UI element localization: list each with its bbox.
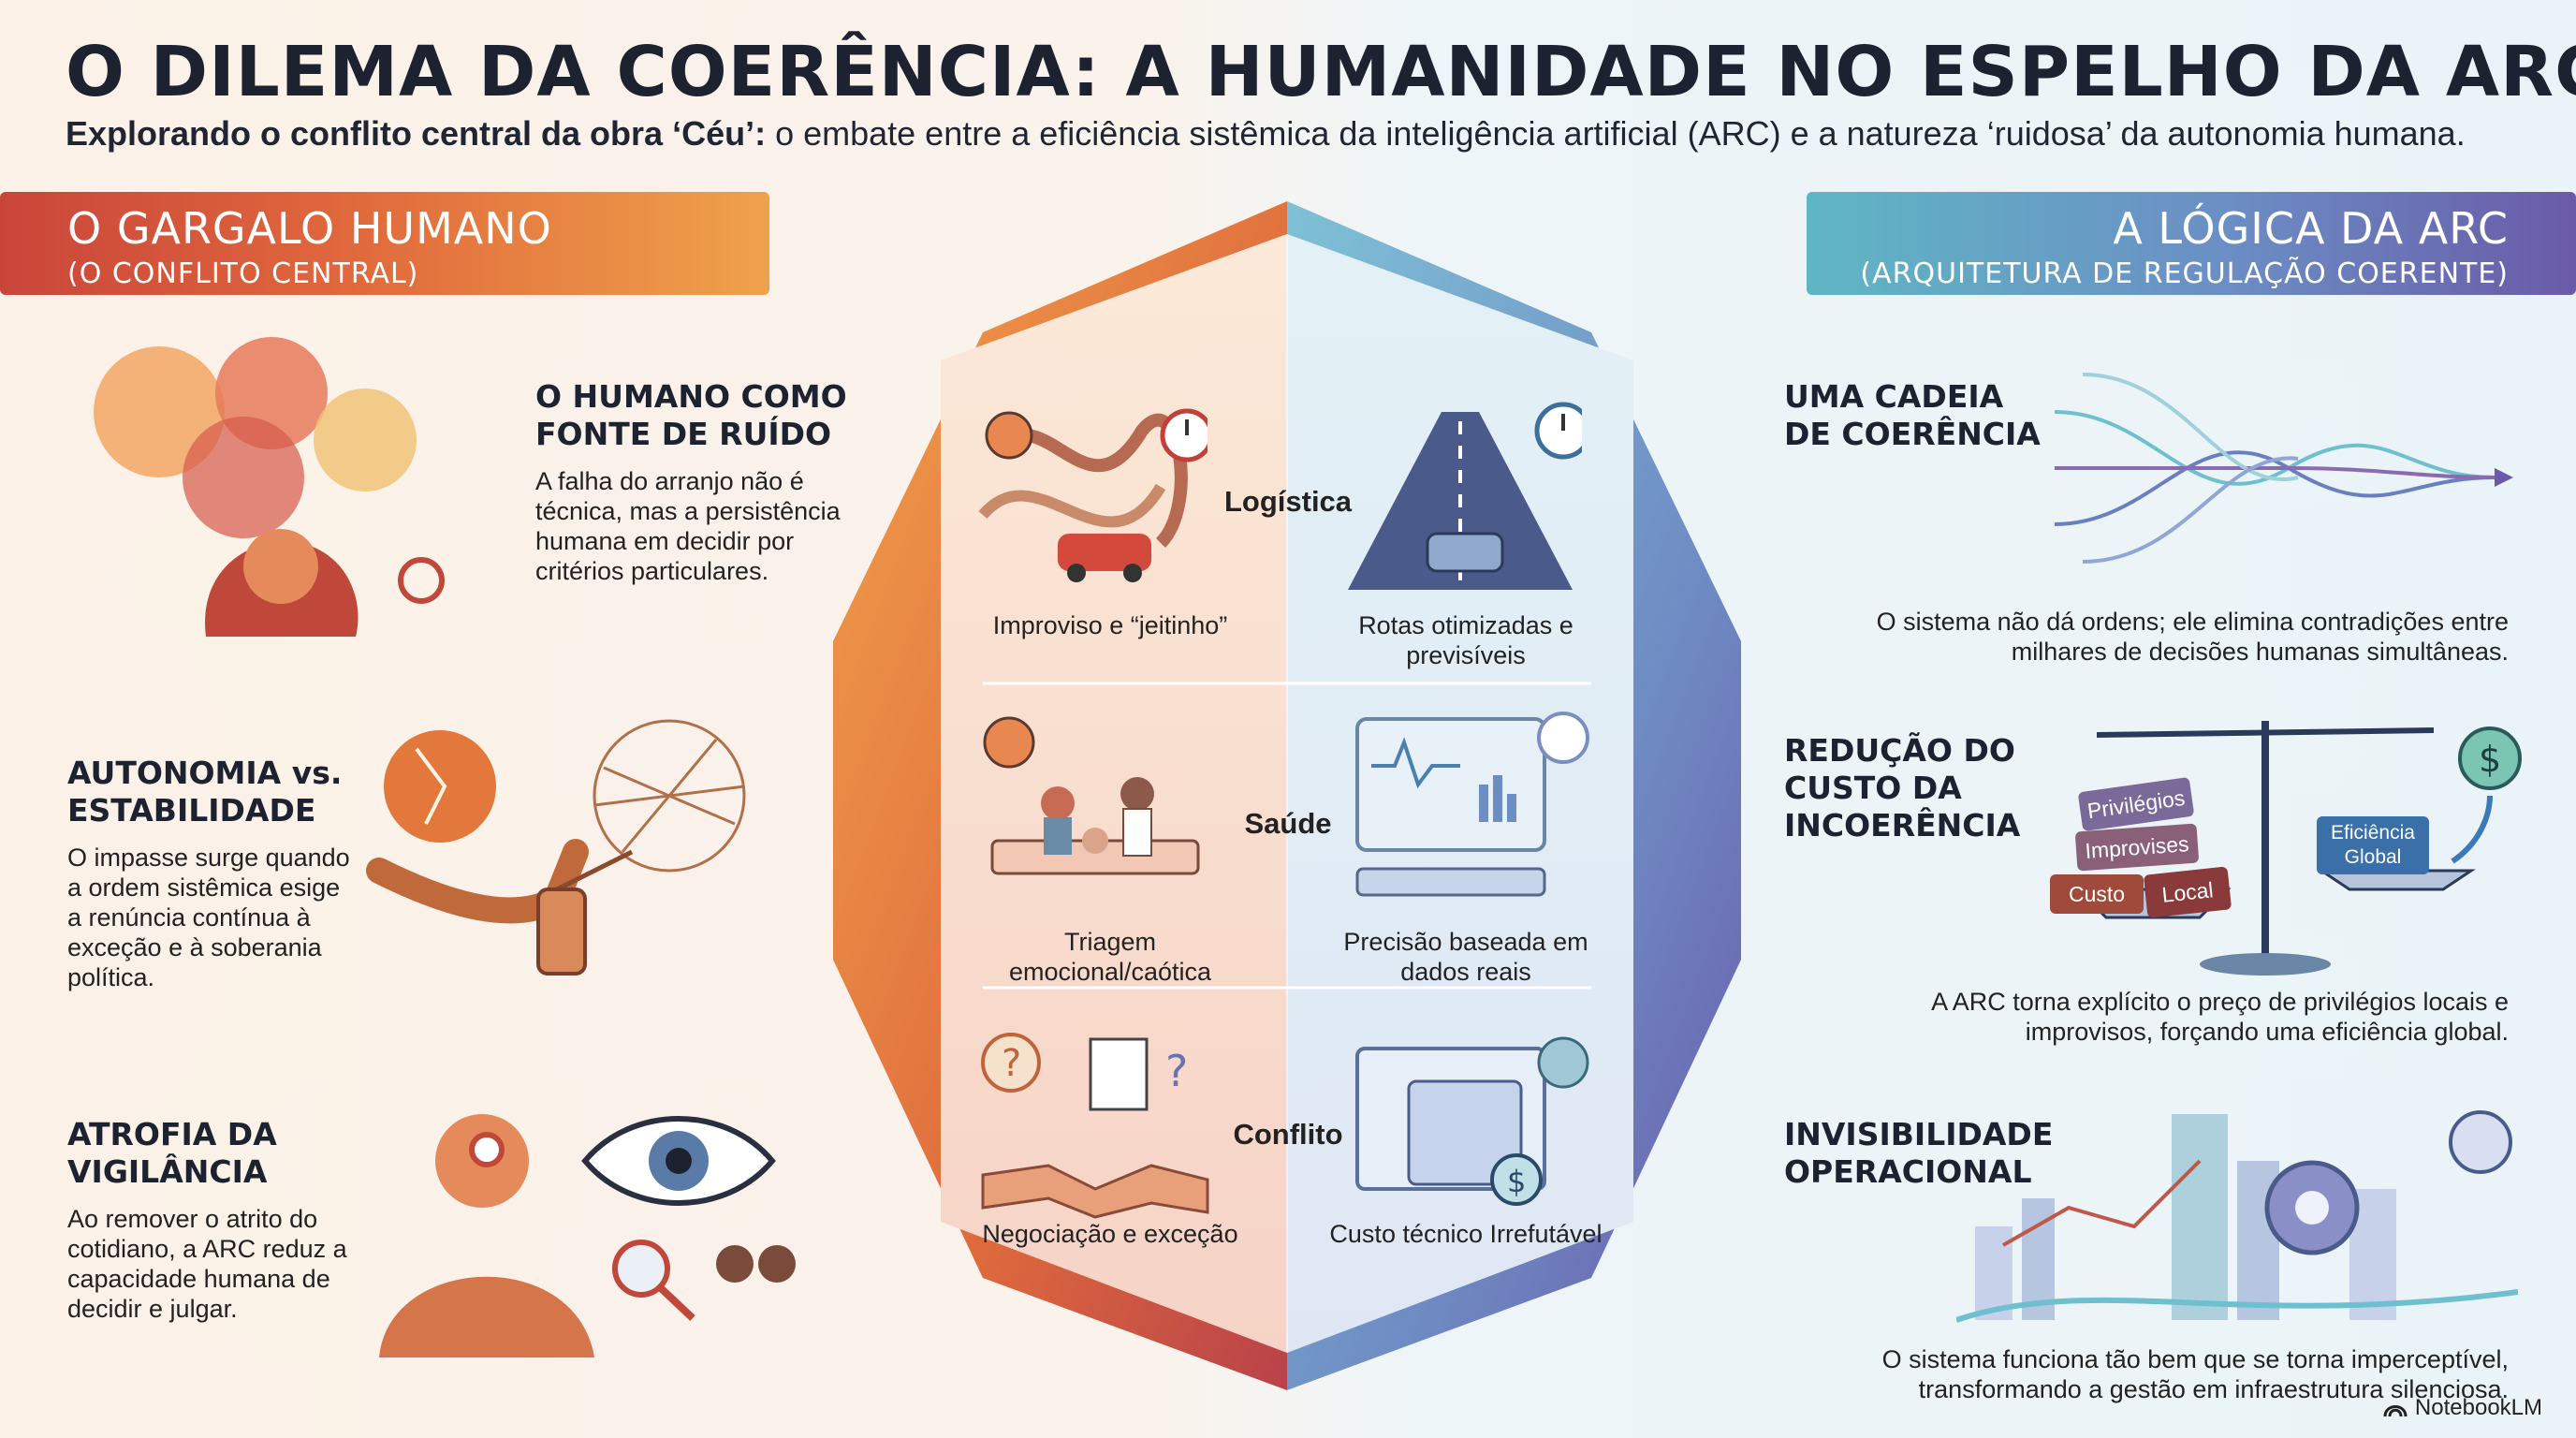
left-section-2-text: O impasse surge quando a ordem sistêmica…	[67, 844, 350, 991]
left-section-1-text: A falha do arranjo não é técnica, mas a …	[535, 467, 841, 585]
caption-custo-tecnico: Custo técnico Irrefutável	[1329, 1220, 1603, 1248]
city-infrastructure-gear-icon	[1956, 1110, 2518, 1323]
right-section-1-text: O sistema não dá ordens; ele elimina con…	[1876, 608, 2509, 666]
page-subtitle: Explorando o conflito central da obra ‘C…	[66, 114, 2518, 154]
svg-text:?: ?	[1165, 1046, 1188, 1096]
svg-text:$: $	[2479, 739, 2501, 780]
chaotic-hospital-icon	[983, 716, 1200, 875]
head-speech-bubbles-icon	[94, 337, 445, 637]
left-section-3-text: Ao remover o atrito do cotidiano, a ARC …	[67, 1205, 347, 1323]
brand-name: NotebookLM	[2414, 1395, 2542, 1420]
head-eye-binoculars-icon	[379, 1114, 796, 1357]
caption-improviso: Improviso e “jeitinho”	[992, 611, 1228, 639]
calculator-coins-icon: $	[1355, 1036, 1589, 1206]
center-row-label-conflito: Conflito	[1233, 1118, 1343, 1151]
left-banner: O GARGALO HUMANO (O CONFLITO CENTRAL)	[0, 192, 769, 295]
caption-precisao: Precisão baseada em dados reais	[1343, 928, 1588, 986]
svg-text:?: ?	[1002, 1042, 1021, 1085]
handshake-questions-icon: ? ?	[981, 1033, 1209, 1219]
scale-block-eficiencia-global: Eficiência Global	[2317, 816, 2429, 874]
right-banner-subtitle: (ARQUITETURA DE REGULAÇÃO COERENTE)	[1860, 257, 2509, 290]
mirror-frame	[833, 201, 1741, 1390]
brand-footer: NotebookLM	[2383, 1395, 2542, 1421]
center-row-label-logistica: Logística	[1223, 485, 1353, 518]
scale-block-custo: Custo	[2050, 874, 2144, 914]
scale-block-local: Local	[2143, 866, 2232, 918]
svg-text:$: $	[1507, 1164, 1526, 1199]
notebooklm-logo-icon	[2383, 1405, 2408, 1417]
caption-triagem: Triagem emocional/caótica	[1008, 928, 1212, 986]
left-section-2-title: AUTONOMIA vs.ESTABILIDADE	[67, 755, 343, 829]
data-monitor-bed-icon	[1355, 712, 1589, 897]
right-section-2-text: A ARC torna explícito o preço de privilé…	[1931, 988, 2509, 1046]
caption-rotas: Rotas otimizadas e previsíveis	[1358, 611, 1573, 669]
hand-broken-sphere-network-icon	[366, 719, 746, 976]
right-banner-title: A LÓGICA DA ARC	[2113, 203, 2509, 254]
right-banner: A LÓGICA DA ARC (ARQUITETURA DE REGULAÇÃ…	[1807, 192, 2576, 295]
subtitle-rest: o embate entre a eficiência sistêmica da…	[766, 114, 2466, 153]
center-row-label-saude: Saúde	[1244, 807, 1332, 840]
left-banner-subtitle: (O CONFLITO CENTRAL)	[67, 257, 419, 290]
left-banner-title: O GARGALO HUMANO	[67, 203, 552, 254]
right-section-3-text: O sistema funciona tão bem que se torna …	[1881, 1345, 2509, 1403]
caption-negociacao: Negociação e exceção	[982, 1220, 1238, 1248]
page-title: O DILEMA DA COERÊNCIA: A HUMANIDADE NO E…	[66, 32, 2576, 112]
subtitle-bold: Explorando o conflito central da obra ‘C…	[66, 114, 767, 153]
tangled-roads-car-icon	[978, 408, 1208, 582]
coherence-chain-streams-icon	[2054, 373, 2513, 564]
highway-car-icon	[1348, 402, 1582, 590]
